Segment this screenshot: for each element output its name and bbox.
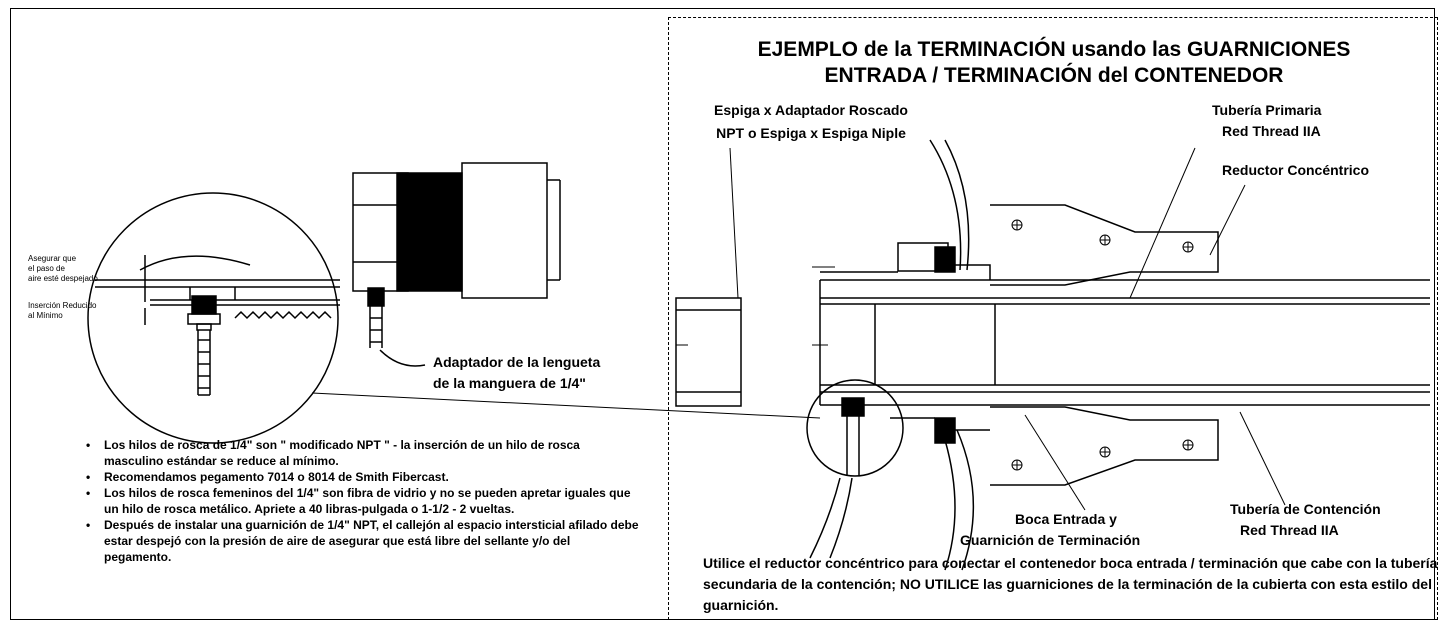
diagram-title-line2: ENTRADA / TERMINACIÓN del CONTENEDOR bbox=[824, 64, 1284, 87]
label-insercion-line1: Inserción Reducido bbox=[28, 301, 97, 310]
note-item: Los hilos de rosca femeninos del 1/4" so… bbox=[80, 485, 640, 517]
label-boca-line1: Boca Entrada y bbox=[1015, 511, 1117, 527]
label-asegurar-line1: Asegurar que bbox=[28, 254, 77, 263]
detail-magnifier bbox=[87, 192, 340, 444]
label-espiga-line2: NPT o Espiga x Espiga Niple bbox=[716, 125, 906, 141]
label-espiga-line1: Espiga x Adaptador Roscado bbox=[714, 102, 908, 118]
note-item: Los hilos de rosca de 1/4" son " modific… bbox=[80, 437, 640, 469]
note-item: Después de instalar una guarnición de 1/… bbox=[80, 517, 640, 565]
right-assembly bbox=[675, 139, 1430, 571]
notes-list: Los hilos de rosca de 1/4" son " modific… bbox=[80, 437, 640, 565]
label-tuberia-primaria-line1: Tubería Primaria bbox=[1212, 102, 1322, 118]
label-asegurar-line2: el paso de bbox=[28, 264, 65, 273]
label-adaptador-line2: de la manguera de 1/4" bbox=[433, 375, 586, 391]
label-contencion-line2: Red Thread IIA bbox=[1240, 522, 1339, 538]
label-asegurar-line3: aire esté despejado bbox=[28, 274, 98, 283]
label-contencion-line1: Tubería de Contención bbox=[1230, 501, 1381, 517]
diagram-title-line1: EJEMPLO de la TERMINACIÓN usando las GUA… bbox=[757, 38, 1351, 61]
label-tuberia-primaria-line2: Red Thread IIA bbox=[1222, 123, 1321, 139]
middle-fitting bbox=[352, 162, 561, 367]
example-panel bbox=[668, 17, 1438, 620]
label-insercion-line2: al Mínimo bbox=[28, 311, 63, 320]
utilice-instruction: Utilice el reductor concéntrico para con… bbox=[703, 555, 1438, 613]
label-adaptador-line1: Adaptador de la lengueta bbox=[433, 354, 601, 370]
note-item: Recomendamos pegamento 7014 o 8014 de Sm… bbox=[80, 469, 640, 485]
label-reductor: Reductor Concéntrico bbox=[1222, 162, 1370, 178]
label-boca-line2: Guarnición de Terminación bbox=[960, 532, 1141, 548]
bolt-marks bbox=[1011, 219, 1194, 471]
